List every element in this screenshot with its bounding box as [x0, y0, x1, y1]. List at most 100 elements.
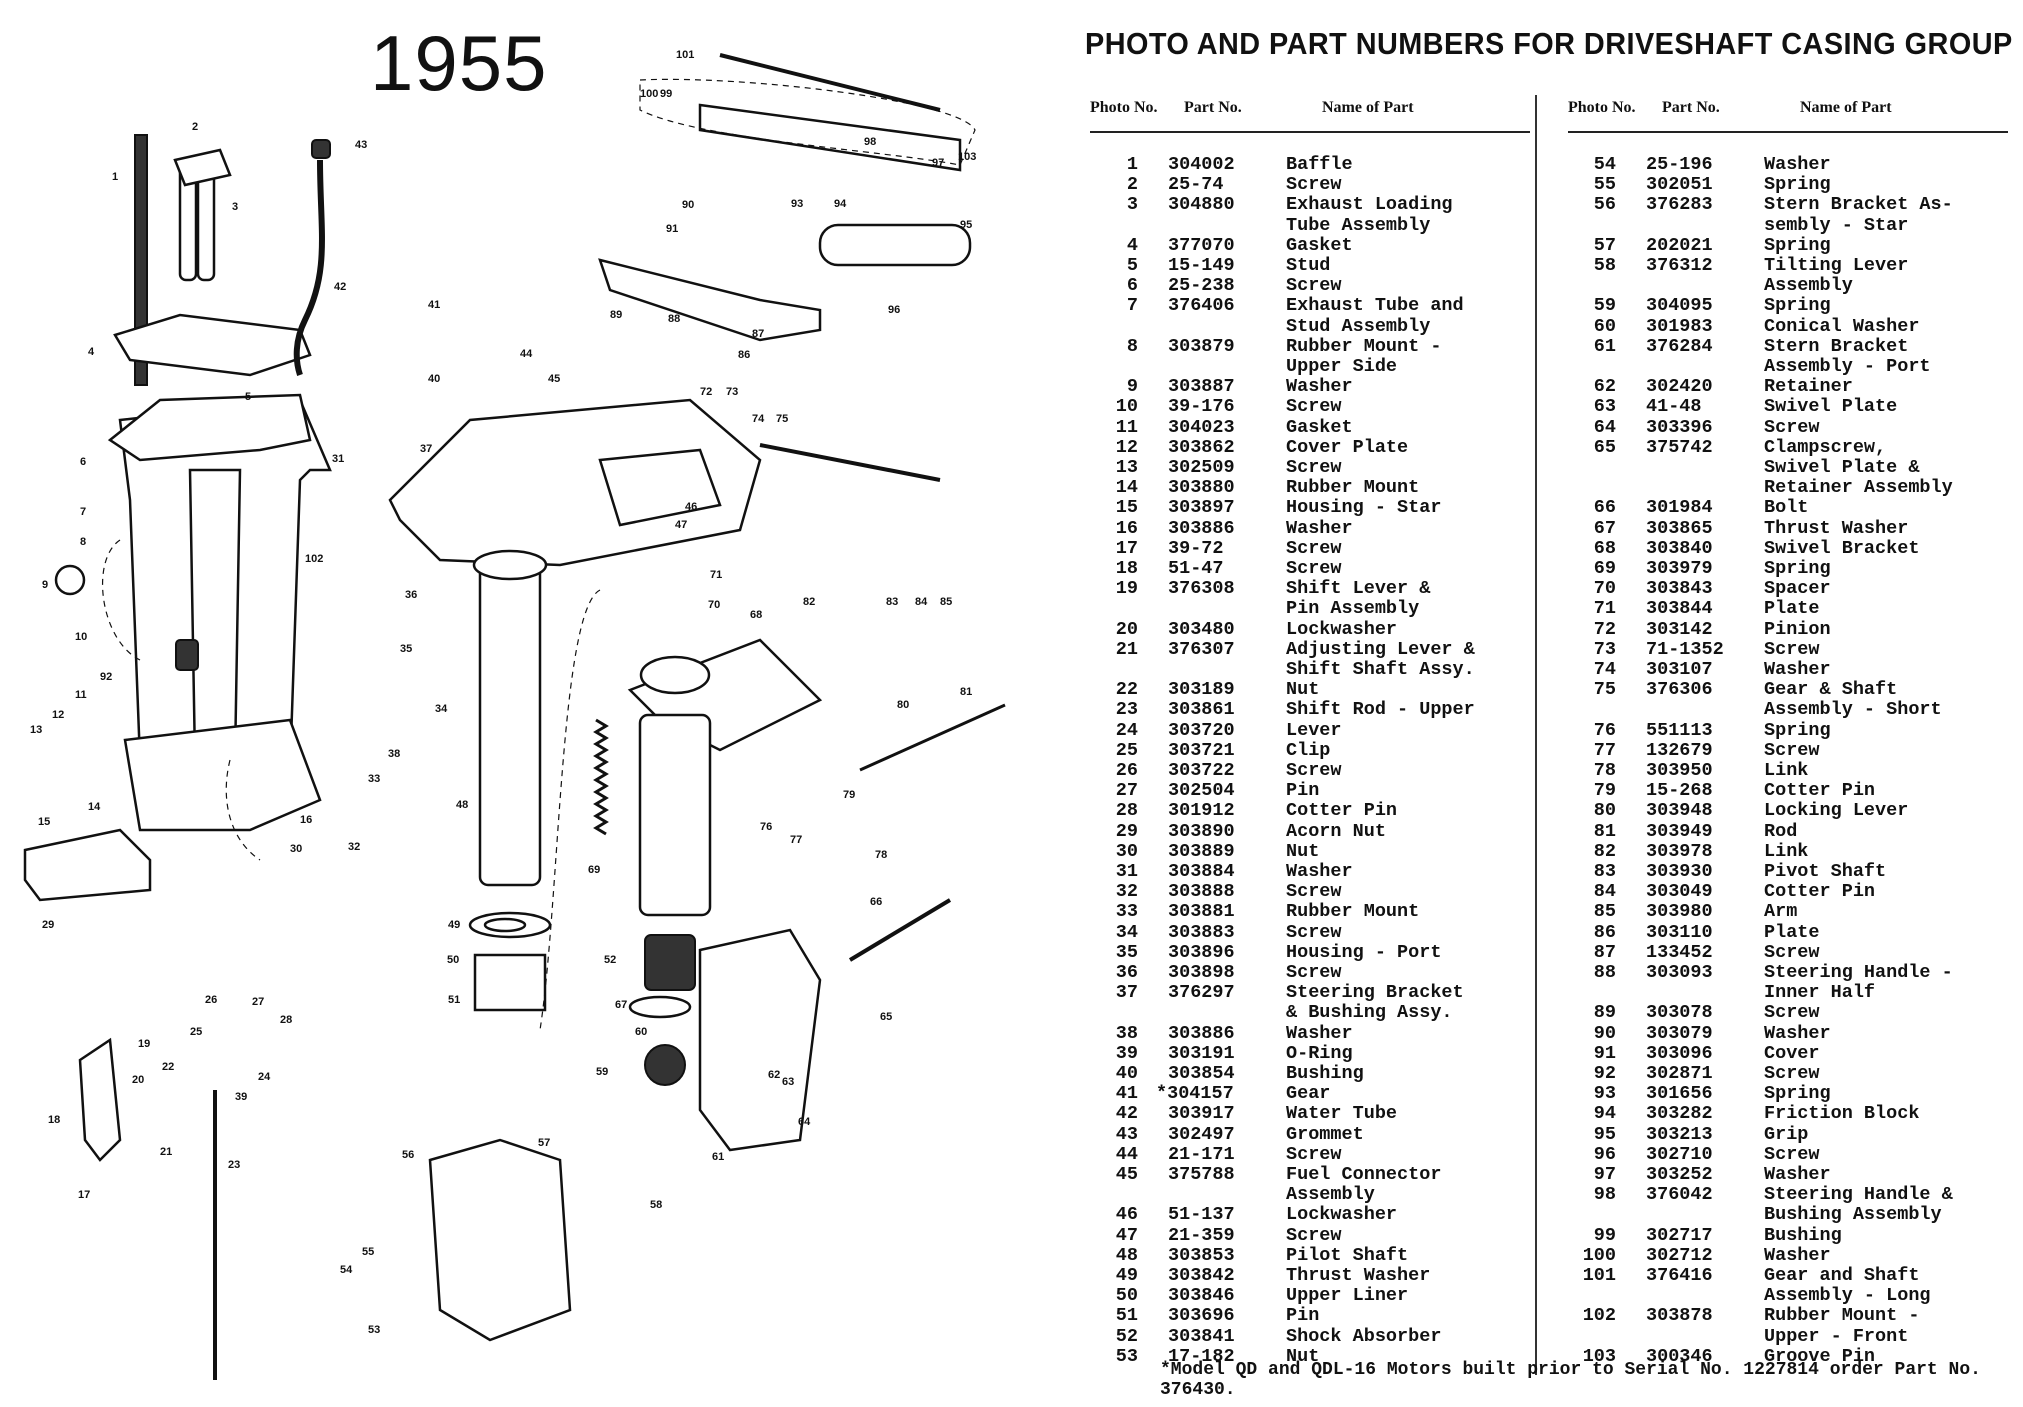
part-number: 303840 — [1646, 537, 1713, 559]
callout-7: 7 — [80, 506, 86, 518]
part-name: Clip — [1286, 739, 1331, 761]
callout-2: 2 — [192, 121, 198, 133]
part-name: Cover Plate — [1286, 436, 1409, 458]
callout-56: 56 — [402, 1149, 414, 1161]
part-number: 202021 — [1646, 234, 1713, 256]
part-name: Exhaust Loading — [1286, 194, 1453, 216]
callout-24: 24 — [258, 1071, 271, 1083]
exhaust-tube-drawing — [173, 148, 232, 282]
photo-number: 42 — [1115, 1103, 1138, 1125]
part-name: Washer — [1286, 517, 1353, 539]
part-name: Link — [1764, 840, 1809, 862]
part-number: 376042 — [1646, 1184, 1713, 1206]
photo-number: 52 — [1115, 1325, 1138, 1347]
part-number: 303980 — [1646, 901, 1713, 923]
steering-handle-drawing — [598, 103, 972, 342]
photo-number: 38 — [1115, 1022, 1138, 1044]
part-name: Nut — [1286, 679, 1320, 701]
part-name: Cotter Pin — [1764, 881, 1876, 903]
callout-6: 6 — [80, 456, 86, 468]
part-name: Bolt — [1764, 497, 1809, 519]
callout-14: 14 — [88, 801, 101, 813]
part-number: 303880 — [1168, 477, 1235, 499]
part-name: Plate — [1764, 921, 1820, 943]
photo-number: 76 — [1593, 719, 1616, 741]
photo-number: 48 — [1115, 1244, 1138, 1266]
part-number: 303480 — [1168, 618, 1235, 640]
photo-number: 28 — [1115, 800, 1138, 822]
water-tube-drawing — [293, 159, 325, 376]
callout-78: 78 — [875, 849, 887, 861]
part-number: 303142 — [1646, 618, 1713, 640]
part-name: Screw — [1286, 174, 1342, 196]
page-title: PHOTO AND PART NUMBERS FOR DRIVESHAFT CA… — [1085, 26, 2013, 61]
part-number: 303897 — [1168, 497, 1235, 519]
part-number: 303722 — [1168, 760, 1235, 781]
part-number: 21-359 — [1168, 1224, 1235, 1246]
part-name: Gear and Shaft — [1764, 1265, 1920, 1286]
part-name: Steering Handle & — [1764, 1184, 1953, 1206]
stern-bracket-star-drawing — [428, 1138, 572, 1342]
callout-64: 64 — [798, 1116, 811, 1128]
part-name: Screw — [1764, 1002, 1820, 1024]
callout-42: 42 — [334, 281, 346, 293]
part-name: Gear — [1286, 1083, 1331, 1105]
part-name: sembly - Star — [1764, 214, 1909, 236]
callout-46: 46 — [685, 501, 697, 513]
gasket-drawing — [113, 313, 312, 377]
photo-number: 54 — [1593, 154, 1616, 175]
part-number: 25-74 — [1168, 174, 1224, 196]
part-name: Spring — [1764, 295, 1831, 317]
part-number: 41-48 — [1646, 396, 1702, 418]
callout-52: 52 — [604, 954, 616, 966]
photo-number: 36 — [1115, 962, 1138, 983]
photo-number: 31 — [1115, 861, 1138, 882]
part-number: 303846 — [1168, 1285, 1235, 1307]
part-name: Steering Bracket — [1286, 982, 1464, 1004]
part-name: Housing - Star — [1286, 497, 1442, 519]
part-name: Swivel Plate & — [1764, 457, 1920, 478]
photo-number: 103 — [1582, 1345, 1616, 1367]
table-header: Photo No. Part No. Name of Part — [1090, 95, 1530, 133]
part-name: Spring — [1764, 558, 1831, 579]
part-number: 303843 — [1646, 578, 1713, 600]
part-number: 302504 — [1168, 780, 1235, 802]
photo-number: 102 — [1582, 1305, 1616, 1327]
part-name: Bushing Assembly — [1764, 1204, 1942, 1226]
callout-75: 75 — [776, 413, 788, 425]
photo-number: 30 — [1115, 840, 1138, 862]
callout-33: 33 — [368, 773, 380, 785]
photo-number: 51 — [1115, 1305, 1138, 1327]
callout-73: 73 — [726, 386, 738, 398]
callout-84: 84 — [915, 596, 928, 608]
photo-number: 79 — [1593, 780, 1616, 802]
part-number: 376312 — [1646, 255, 1713, 276]
part-number: 303282 — [1646, 1103, 1713, 1125]
callout-97: 97 — [932, 157, 944, 169]
part-number: 303096 — [1646, 1042, 1713, 1064]
callout-91: 91 — [666, 223, 678, 235]
photo-number: 33 — [1115, 901, 1138, 923]
part-name: Rubber Mount - — [1286, 335, 1442, 357]
part-name: Swivel Bracket — [1764, 537, 1920, 559]
part-name: Washer — [1764, 1164, 1831, 1185]
callout-49: 49 — [448, 919, 460, 931]
callout-38: 38 — [388, 748, 400, 760]
photo-number: 80 — [1593, 800, 1616, 822]
part-name: Screw — [1764, 638, 1820, 660]
part-number: 51-137 — [1168, 1204, 1235, 1226]
callout-103: 103 — [958, 151, 976, 163]
part-number: 25-238 — [1168, 275, 1235, 297]
photo-number: 59 — [1593, 295, 1616, 317]
callout-47: 47 — [675, 519, 687, 531]
part-name: Screw — [1286, 558, 1342, 579]
photo-number: 84 — [1593, 881, 1616, 903]
part-number: 303886 — [1168, 517, 1235, 539]
photo-number: 89 — [1593, 1002, 1616, 1024]
part-name: Screw — [1286, 921, 1342, 943]
part-number: 303049 — [1646, 881, 1713, 903]
callout-79: 79 — [843, 789, 855, 801]
part-name: Shift Shaft Assy. — [1286, 659, 1475, 680]
